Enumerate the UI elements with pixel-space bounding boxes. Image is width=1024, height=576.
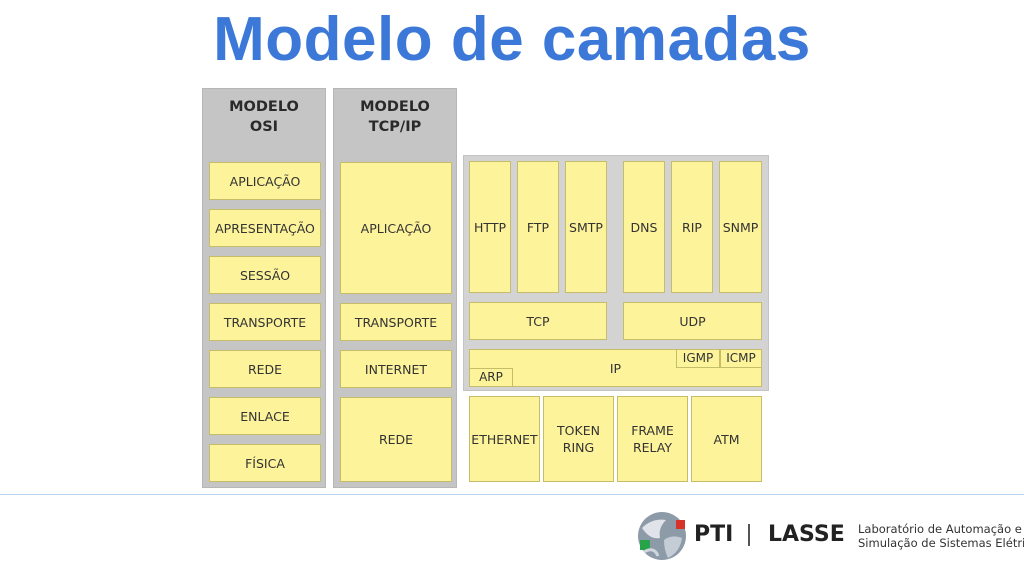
protocol-udp: UDP bbox=[623, 302, 762, 340]
logo-separator bbox=[748, 524, 750, 546]
protocol-ethernet: ETHERNET bbox=[469, 396, 540, 482]
protocol-snmp: SNMP bbox=[719, 161, 762, 293]
osi-layer-fisica: FÍSICA bbox=[209, 444, 321, 482]
footer-divider bbox=[0, 494, 1024, 495]
tcpip-layer-transporte: TRANSPORTE bbox=[340, 303, 452, 341]
osi-layer-aplicacao: APLICAÇÃO bbox=[209, 162, 321, 200]
osi-layer-transporte: TRANSPORTE bbox=[209, 303, 321, 341]
protocol-rip: RIP bbox=[671, 161, 713, 293]
protocol-ip-label: IP bbox=[609, 360, 622, 376]
protocol-ftp: FTP bbox=[517, 161, 559, 293]
tcpip-layer-rede: REDE bbox=[340, 397, 452, 482]
tcpip-model-column: MODELO TCP/IP APLICAÇÃO TRANSPORTE INTER… bbox=[333, 88, 457, 488]
protocol-http: HTTP bbox=[469, 161, 511, 293]
lasse-description-line-2: Simulação de Sistemas Elétricos bbox=[858, 536, 1024, 550]
tcpip-layer-aplicacao: APLICAÇÃO bbox=[340, 162, 452, 294]
osi-layer-enlace: ENLACE bbox=[209, 397, 321, 435]
pti-globe-icon bbox=[638, 512, 686, 560]
osi-model-column: MODELO OSI APLICAÇÃO APRESENTAÇÃO SESSÃO… bbox=[202, 88, 326, 488]
protocol-smtp: SMTP bbox=[565, 161, 607, 293]
tcpip-layer-internet: INTERNET bbox=[340, 350, 452, 388]
protocol-igmp: IGMP bbox=[676, 349, 720, 368]
tcpip-model-header: MODELO TCP/IP bbox=[360, 99, 430, 135]
osi-layer-apresentacao: APRESENTAÇÃO bbox=[209, 209, 321, 247]
protocol-arp: ARP bbox=[469, 368, 513, 387]
protocol-icmp: ICMP bbox=[720, 349, 762, 368]
osi-model-header: MODELO OSI bbox=[229, 99, 299, 135]
page-title: Modelo de camadas bbox=[213, 5, 811, 74]
pti-logo-text: PTI bbox=[694, 522, 734, 547]
lasse-description-line-1: Laboratório de Automação e bbox=[858, 522, 1022, 536]
osi-layer-rede: REDE bbox=[209, 350, 321, 388]
protocol-frame-relay: FRAME RELAY bbox=[617, 396, 688, 482]
osi-layer-sessao: SESSÃO bbox=[209, 256, 321, 294]
protocol-dns: DNS bbox=[623, 161, 665, 293]
protocol-tcp: TCP bbox=[469, 302, 607, 340]
lasse-description: Laboratório de Automação e Simulação de … bbox=[858, 522, 1024, 550]
lasse-logo-text: LASSE bbox=[768, 522, 845, 547]
footer-logo: PTI LASSE Laboratório de Automação e Sim… bbox=[636, 508, 1024, 568]
protocol-atm: ATM bbox=[691, 396, 762, 482]
protocol-token-ring: TOKEN RING bbox=[543, 396, 614, 482]
